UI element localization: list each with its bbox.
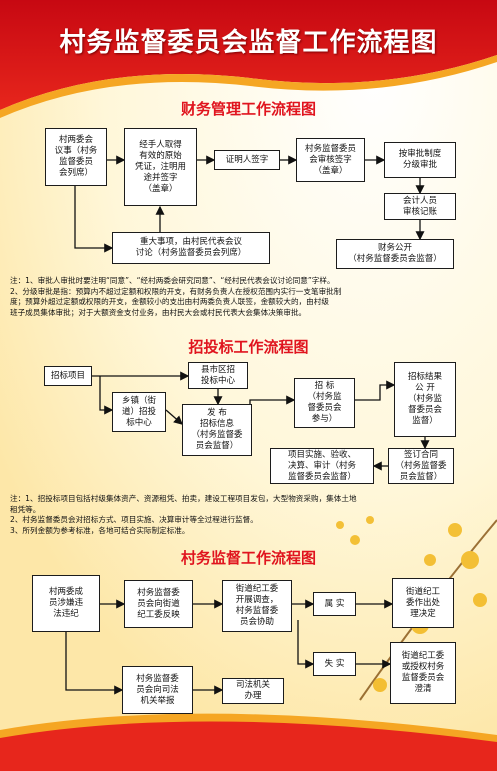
bidding-box-result-disclosure: 招标结果 公 开 （村务监 督委员会 监督）: [394, 362, 456, 437]
supervision-box-violation: 村两委成 员涉嫌违 法违纪: [32, 575, 100, 632]
finance-box-major-matters: 重大事项，由村民代表会议 讨论（村务监督委员会列席）: [112, 232, 270, 264]
supervision-section-title: 村务监督工作流程图: [180, 549, 316, 567]
supervision-box-report-street: 村务监督委 员会向街道 纪工委反映: [124, 580, 193, 628]
main-title: 村务监督委员会监督工作流程图: [59, 28, 438, 58]
bidding-section-title: 招投标工作流程图: [188, 338, 309, 356]
bidding-box-publish-info: 发 布 招标信息 （村务监督委 员会监督）: [182, 404, 252, 456]
finance-box-accounting: 会计人员 审核记账: [384, 193, 456, 220]
supervision-box-clarify: 街道纪工委 或授权村务 监督委员会 澄清: [390, 642, 456, 704]
supervision-box-unverified: 失 实: [313, 652, 356, 676]
finance-box-original-voucher: 经手人取得 有效的原始 凭证，注明用 途并签字 （盖章）: [124, 128, 197, 206]
bidding-box-tender: 招 标 （村务监 督委员会 参与）: [294, 378, 355, 428]
finance-box-committee-review: 村务监督委员 会审核签字 （盖章）: [296, 138, 365, 182]
supervision-box-report-judicial: 村务监督委 员会向司法 机关举报: [122, 666, 193, 714]
bidding-box-project: 招标项目: [44, 366, 92, 386]
finance-note: 注：1、审批人审批时要注明“同意”、“经村两委会研究同意”、“经村民代表会议讨论…: [10, 276, 342, 317]
supervision-box-verified: 属 实: [313, 592, 356, 616]
finance-box-disclosure: 财务公开 （村务监督委员会监督）: [336, 239, 454, 269]
bidding-box-contract: 签订合同 （村务监督委 员会监督）: [388, 448, 454, 484]
finance-box-tiered-approval: 按审批制度 分级审批: [384, 142, 456, 178]
bidding-box-county-center: 县市区招 投标中心: [188, 362, 248, 389]
bidding-box-implementation: 项目实施、验收、 决算、审计（村务 监督委员会监督）: [270, 448, 374, 484]
finance-box-witness-signature: 证明人签字: [214, 150, 280, 170]
finance-box-village-committee: 村两委会 议事（村务 监督委员 会列席）: [45, 128, 107, 186]
bidding-box-township-center: 乡镇（街 道）招投 标中心: [112, 392, 166, 432]
supervision-box-judicial-handling: 司法机关 办理: [222, 678, 284, 704]
supervision-box-investigation: 街道纪工委 开展调查， 村务监督委 员会协助: [222, 580, 292, 632]
finance-section-title: 财务管理工作流程图: [180, 100, 316, 118]
supervision-box-decision: 街道纪工 委作出处 理决定: [392, 578, 454, 628]
bidding-note: 注：1、招投标项目包括村级集体资产、资源租凭、拍卖，建设工程项目发包，大型物资采…: [10, 494, 357, 535]
